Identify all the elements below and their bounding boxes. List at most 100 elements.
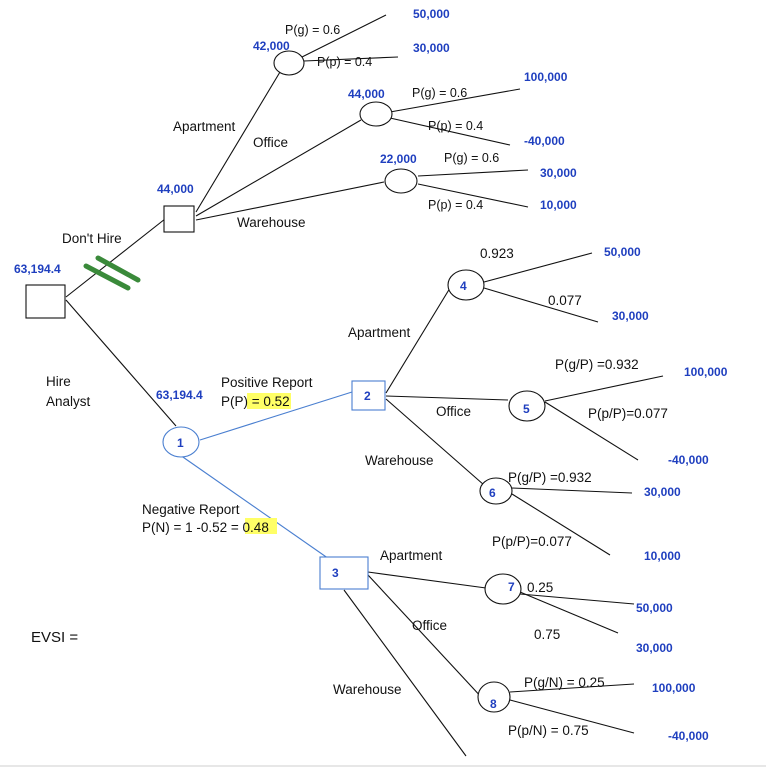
dont-hire-expected-value: 44,000 — [157, 182, 194, 196]
node-number-3: 3 — [332, 566, 339, 580]
payoff-n5-good: 100,000 — [684, 365, 728, 379]
branch-warehouse-top — [195, 181, 385, 221]
branch-positive-report — [199, 391, 353, 441]
outcome-n5-poor — [544, 401, 639, 461]
outcome-n5-good — [544, 375, 664, 402]
chance-node-4 — [447, 269, 485, 301]
prob-n6-poor: P(p/P)=0.077 — [492, 534, 572, 549]
outcome-apt-good-top — [299, 14, 387, 59]
label-warehouse-n2: Warehouse — [365, 453, 434, 468]
outcome-wh-good-top — [417, 169, 529, 177]
branch-negative-report — [179, 454, 333, 562]
chance-node-5 — [508, 390, 546, 422]
blue-branches — [179, 391, 353, 562]
prob-n4-good: 0.923 — [480, 246, 514, 261]
node-number-7: 7 — [508, 580, 515, 594]
label-apartment-top: Apartment — [173, 119, 236, 134]
decision-node-2 — [351, 380, 386, 411]
branch-dont-hire — [65, 218, 166, 298]
payoff-apt-good: 50,000 — [413, 7, 450, 21]
prob-top-apt-good: P(g) = 0.6 — [285, 23, 340, 37]
outcome-n6-good — [511, 487, 633, 494]
branch-n2-office — [385, 395, 509, 401]
payoff-n4-good: 50,000 — [604, 245, 641, 259]
label-negative-report: Negative Report — [142, 502, 240, 517]
office-top-expected-value: 44,000 — [348, 87, 385, 101]
root-expected-value: 63,194.4 — [14, 262, 61, 276]
prob-top-off-poor: P(p) = 0.4 — [428, 119, 483, 133]
payoff-n6-poor: 10,000 — [644, 549, 681, 563]
prob-top-apt-poor: P(p) = 0.4 — [317, 55, 372, 69]
payoff-wh-good: 30,000 — [540, 166, 577, 180]
branch-hire-analyst — [65, 299, 177, 427]
prob-n7-poor: 0.75 — [534, 627, 560, 642]
prob-n8-poor: P(p/N) = 0.75 — [508, 723, 589, 738]
apartment-top-expected-value: 42,000 — [253, 39, 290, 53]
outcome-n6-poor — [511, 493, 611, 556]
chance-node-6 — [479, 477, 513, 505]
outcome-n7-poor — [519, 591, 619, 634]
outcome-n4-good — [483, 252, 593, 283]
branch-n3-office — [367, 574, 485, 701]
payoff-wh-poor: 10,000 — [540, 198, 577, 212]
node-number-2: 2 — [364, 389, 371, 403]
payoff-n5-poor: -40,000 — [668, 453, 709, 467]
label-negative-prob: P(N) = 1 -0.52 = 0.48 — [142, 520, 269, 535]
prob-top-wh-poor: P(p) = 0.4 — [428, 198, 483, 212]
node-number-1: 1 — [177, 436, 184, 450]
prob-top-off-good: P(g) = 0.6 — [412, 86, 467, 100]
branch-apartment-top — [195, 71, 281, 213]
prob-n4-poor: 0.077 — [548, 293, 582, 308]
node-number-8: 8 — [490, 697, 497, 711]
label-hire-line1: Hire — [46, 374, 71, 389]
green-strike-marks — [83, 255, 141, 291]
branch-n3-apartment — [367, 571, 487, 589]
label-warehouse-n3: Warehouse — [333, 682, 402, 697]
prob-n6-good: P(g/P) =0.932 — [508, 470, 592, 485]
branch-n2-apartment — [385, 287, 451, 394]
label-dont-hire: Don't Hire — [62, 231, 122, 246]
chance-node-1 — [162, 426, 200, 458]
prob-n8-good: P(g/N) = 0.25 — [524, 675, 605, 690]
warehouse-top-expected-value: 22,000 — [380, 152, 417, 166]
node-number-4: 4 — [460, 279, 467, 293]
decision-node-3 — [319, 556, 369, 590]
payoff-off-poor: -40,000 — [524, 134, 565, 148]
outcome-n4-poor — [483, 287, 599, 323]
prob-n5-poor: P(p/P)=0.077 — [588, 406, 668, 421]
outcome-n8-good — [509, 683, 635, 693]
payoff-apt-poor: 30,000 — [413, 41, 450, 55]
prob-n5-good: P(g/P) =0.932 — [555, 357, 639, 372]
hire-expected-value: 63,194.4 — [156, 388, 203, 402]
prob-top-wh-good: P(g) = 0.6 — [444, 151, 499, 165]
evsi-label: EVSI = — [31, 629, 78, 646]
payoff-n4-poor: 30,000 — [612, 309, 649, 323]
label-office-top: Office — [253, 135, 288, 150]
label-apartment-n2: Apartment — [348, 325, 411, 340]
label-office-n2: Office — [436, 404, 471, 419]
payoff-n7-good: 50,000 — [636, 601, 673, 615]
payoff-off-good: 100,000 — [524, 70, 568, 84]
outcome-n8-poor — [509, 699, 635, 734]
strike-mark-1 — [83, 263, 131, 291]
branch-n3-warehouse — [343, 589, 467, 757]
chance-node-warehouse-top — [384, 168, 418, 194]
dont-hire-decision-node — [163, 205, 195, 233]
payoff-n8-good: 100,000 — [652, 681, 696, 695]
branch-office-top — [195, 119, 362, 217]
outcome-off-good-top — [389, 88, 521, 113]
strike-mark-2 — [95, 255, 141, 283]
label-office-n3: Office — [412, 618, 447, 633]
label-hire-line2: Analyst — [46, 394, 91, 409]
chance-node-office-top — [359, 101, 393, 127]
outcome-n7-good — [519, 593, 635, 605]
root-decision-node — [25, 284, 66, 319]
payoff-n6-good: 30,000 — [644, 485, 681, 499]
label-positive-prob: P(P) = 0.52 — [221, 394, 290, 409]
chance-node-8 — [477, 681, 511, 713]
payoff-n7-poor: 30,000 — [636, 641, 673, 655]
label-apartment-n3: Apartment — [380, 548, 443, 563]
node-number-5: 5 — [523, 402, 530, 416]
